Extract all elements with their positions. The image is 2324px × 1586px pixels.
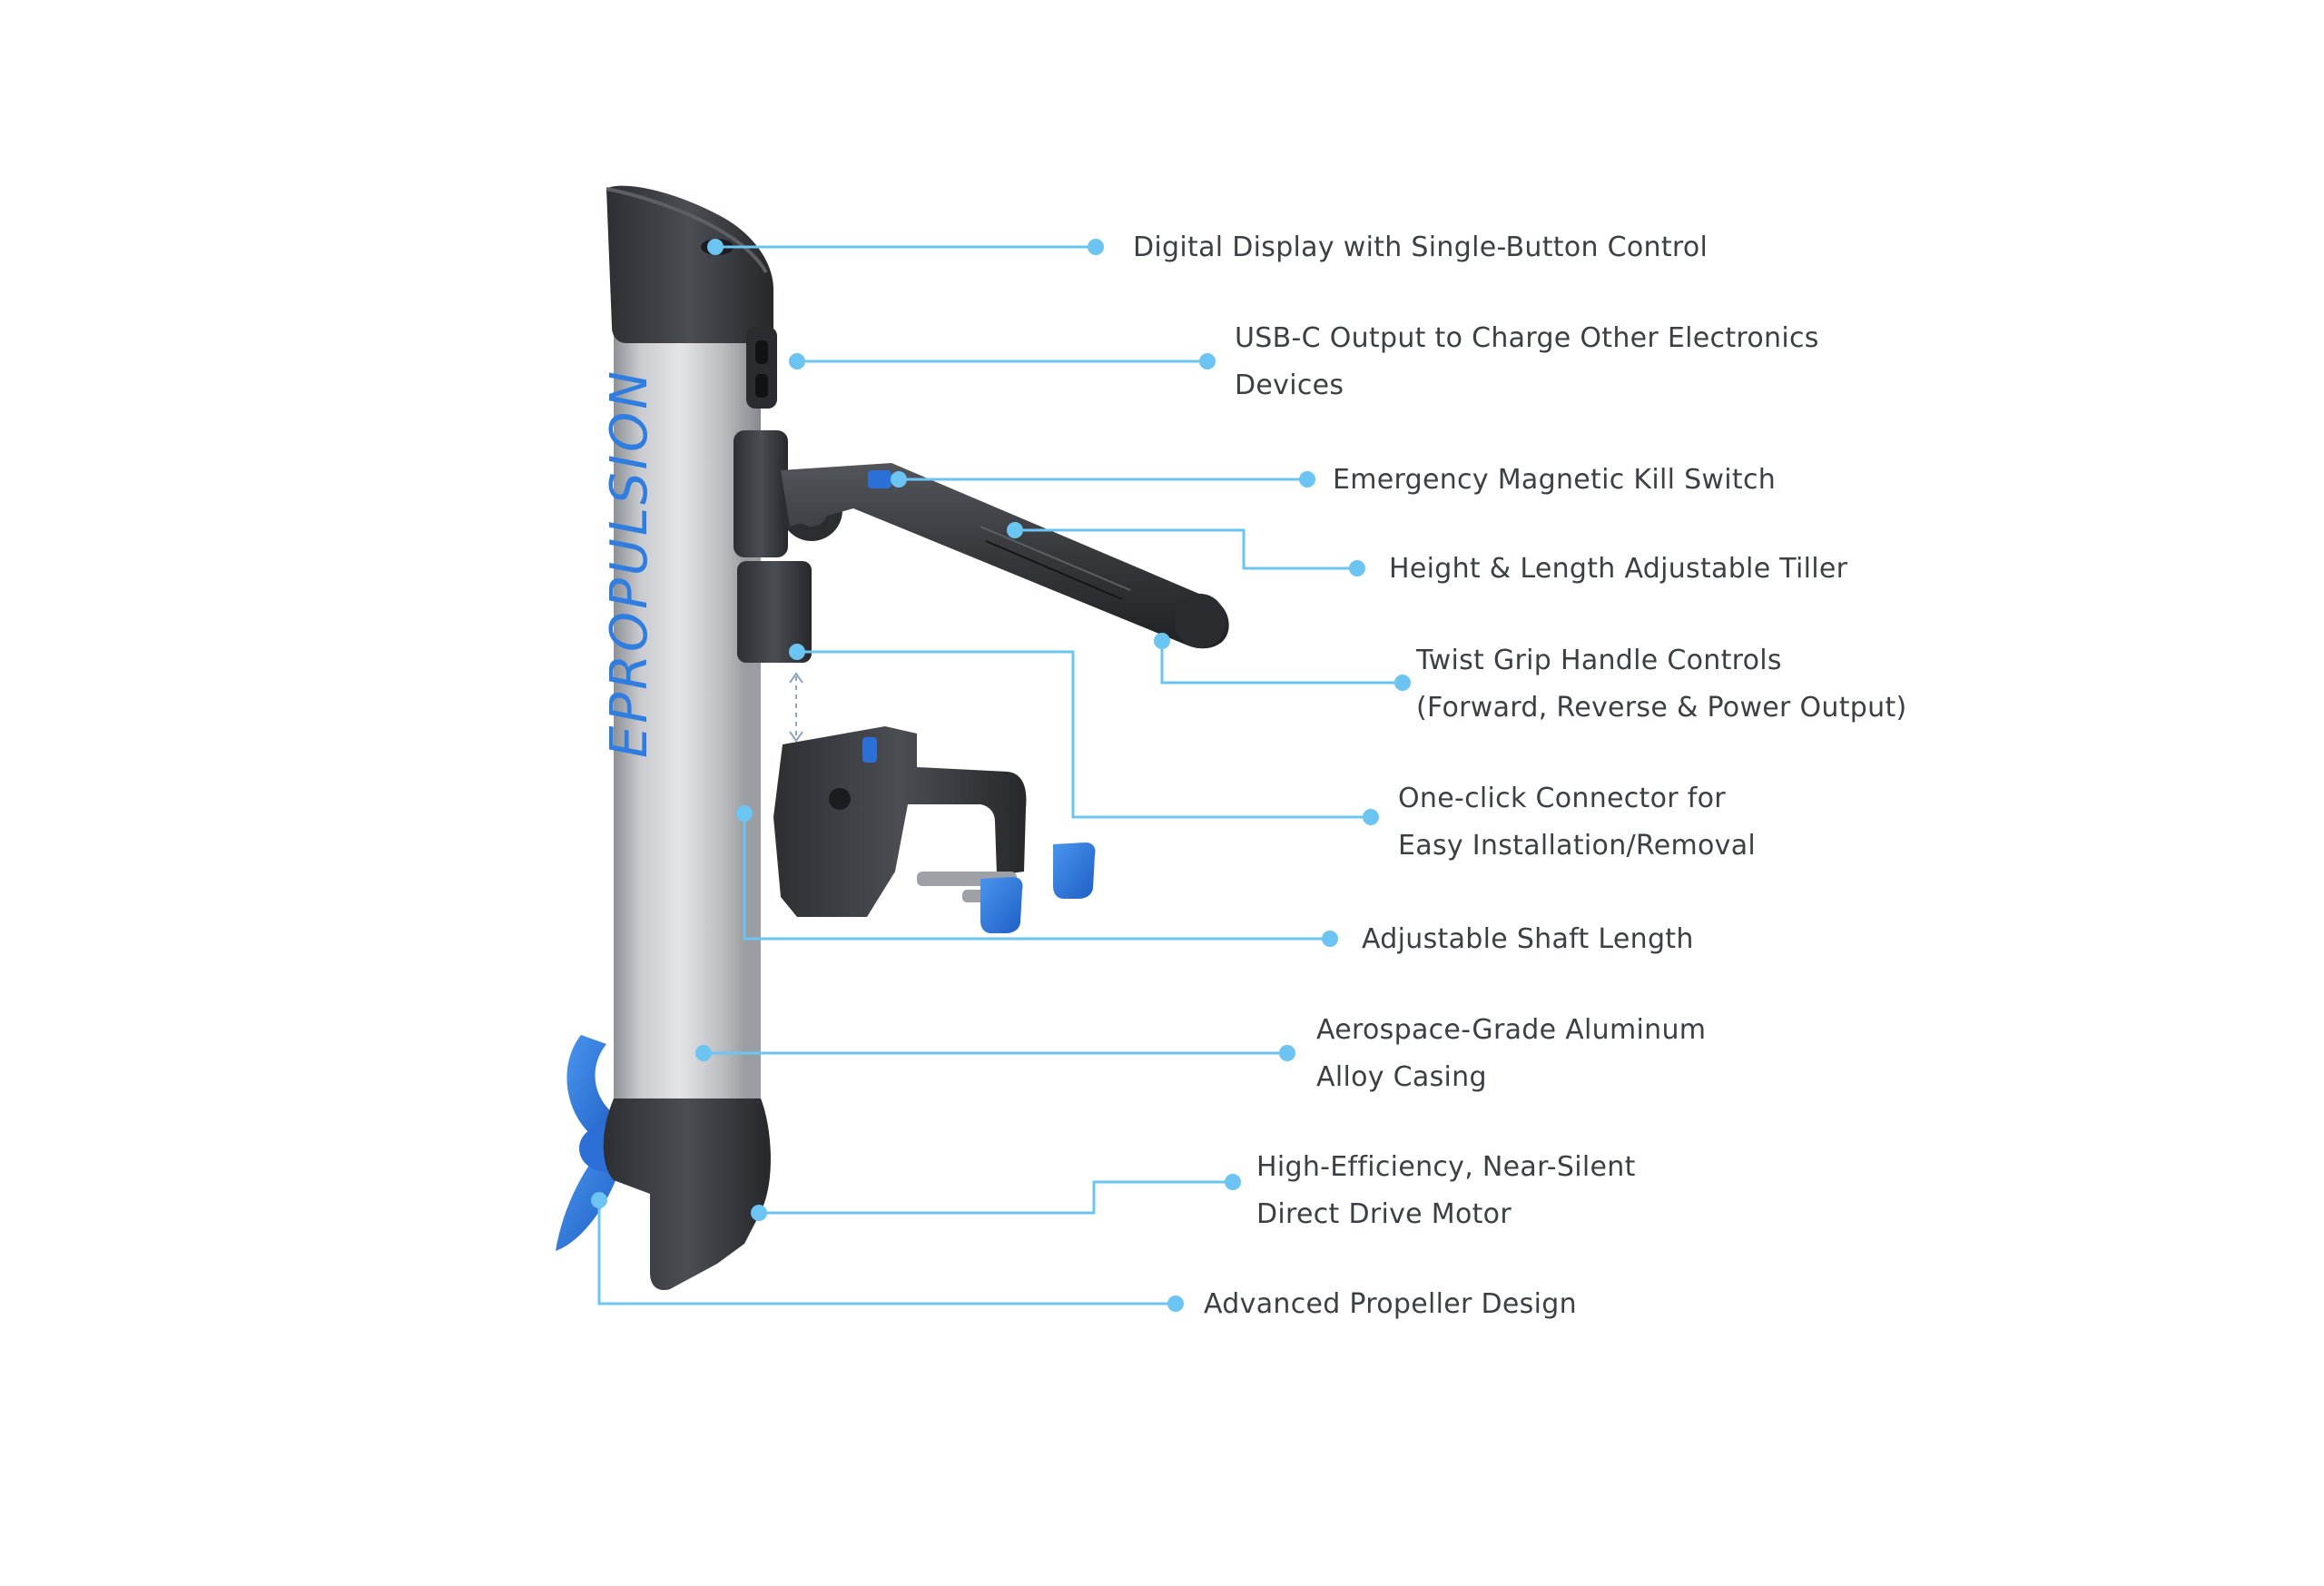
callout-adjustable-tiller: Height & Length Adjustable Tiller <box>1389 546 1847 593</box>
callout-line: Digital Display with Single-Button Contr… <box>1133 231 1709 263</box>
anchor-dot-shaft-length <box>736 805 753 822</box>
leader-adjustable-tiller <box>1007 522 1365 576</box>
callout-line: One-click Connector for <box>1398 783 1726 814</box>
tiller-mount <box>734 430 842 663</box>
end-dot-digital-display <box>1088 239 1104 255</box>
end-dot-one-click-connector <box>1363 809 1379 825</box>
callout-line: USB-C Output to Charge Other Electronics <box>1235 322 1819 354</box>
usb-port-block <box>746 327 777 409</box>
callout-line: Emergency Magnetic Kill Switch <box>1333 464 1777 496</box>
epropulsion-logo: EPROPULSION <box>600 369 659 758</box>
callout-twist-grip: Twist Grip Handle Controls (Forward, Reve… <box>1416 637 1907 732</box>
leader-line-twist-grip <box>1160 641 1403 685</box>
leader-usb-c-output <box>789 353 1216 369</box>
leader-one-click-connector <box>789 644 1379 825</box>
callout-line: Twist Grip Handle Controls <box>1416 645 1782 676</box>
anchor-dot-adjustable-tiller <box>1007 522 1023 538</box>
leader-shaft-length <box>736 805 1338 947</box>
display-head <box>606 185 773 343</box>
leader-propeller <box>591 1192 1184 1312</box>
anchor-dot-twist-grip <box>1154 633 1170 649</box>
callout-kill-switch: Emergency Magnetic Kill Switch <box>1333 457 1776 504</box>
callout-digital-display: Digital Display with Single-Button Contr… <box>1133 224 1708 271</box>
anchor-dot-aluminum-casing <box>695 1045 712 1061</box>
leader-line-drive-motor <box>759 1180 1233 1215</box>
callout-line: Easy Installation/Removal <box>1398 830 1757 862</box>
callout-line: Advanced Propeller Design <box>1204 1288 1577 1320</box>
end-dot-aluminum-casing <box>1279 1045 1295 1061</box>
end-dot-shaft-length <box>1322 931 1338 947</box>
anchor-dot-digital-display <box>707 239 724 255</box>
callout-line: High-Efficiency, Near-Silent <box>1256 1151 1636 1183</box>
leader-twist-grip <box>1154 633 1411 691</box>
anchor-dot-usb-c-output <box>789 353 805 369</box>
leader-aluminum-casing <box>695 1045 1295 1061</box>
callout-usb-c-output: USB-C Output to Charge Other Electronics… <box>1235 315 1819 409</box>
callout-line: Direct Drive Motor <box>1256 1198 1512 1230</box>
anchor-dot-one-click-connector <box>789 644 805 660</box>
leader-line-propeller <box>597 1200 1176 1305</box>
leader-digital-display <box>707 239 1104 255</box>
callout-line: (Forward, Reverse & Power Output) <box>1416 692 1907 724</box>
anchor-dot-propeller <box>591 1192 607 1208</box>
anchor-dot-kill-switch <box>891 471 907 488</box>
callout-shaft-length: Adjustable Shaft Length <box>1362 916 1694 963</box>
end-dot-usb-c-output <box>1199 353 1216 369</box>
callout-line: Devices <box>1235 369 1344 401</box>
callout-line: Height & Length Adjustable Tiller <box>1389 553 1848 585</box>
connector-arrow <box>789 672 803 743</box>
leader-line-shaft-length <box>743 813 1330 941</box>
callout-line: Alloy Casing <box>1316 1061 1487 1093</box>
callout-propeller: Advanced Propeller Design <box>1204 1281 1577 1328</box>
end-dot-twist-grip <box>1394 675 1411 691</box>
end-dot-kill-switch <box>1299 471 1315 488</box>
anchor-dot-drive-motor <box>751 1205 767 1221</box>
main-column <box>614 304 761 1153</box>
leader-kill-switch <box>891 471 1315 488</box>
callout-line: Adjustable Shaft Length <box>1362 923 1694 955</box>
end-dot-propeller <box>1167 1295 1184 1312</box>
transom-clamp <box>773 726 1096 933</box>
tiller-arm <box>781 463 1229 649</box>
end-dot-adjustable-tiller <box>1349 560 1365 576</box>
leader-line-adjustable-tiller <box>1015 528 1357 570</box>
leader-drive-motor <box>751 1174 1241 1221</box>
motor-housing <box>603 1098 771 1291</box>
callout-line: Aerospace-Grade Aluminum <box>1316 1014 1707 1046</box>
end-dot-drive-motor <box>1225 1174 1241 1190</box>
leader-lines <box>591 239 1411 1312</box>
leader-line-one-click-connector <box>797 650 1371 819</box>
